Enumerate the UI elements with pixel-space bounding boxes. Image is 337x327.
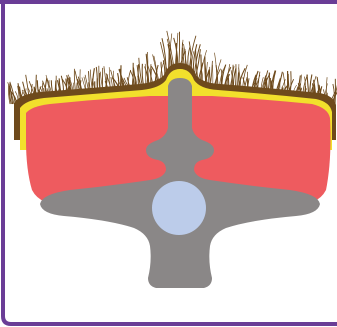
hair-strand [183, 48, 184, 65]
hair-strand [335, 79, 336, 106]
hair-strand [179, 32, 180, 64]
spinal-cord [152, 181, 206, 235]
hair-strand [162, 38, 166, 73]
hair-strand [167, 31, 174, 66]
hair-strand [163, 60, 164, 75]
